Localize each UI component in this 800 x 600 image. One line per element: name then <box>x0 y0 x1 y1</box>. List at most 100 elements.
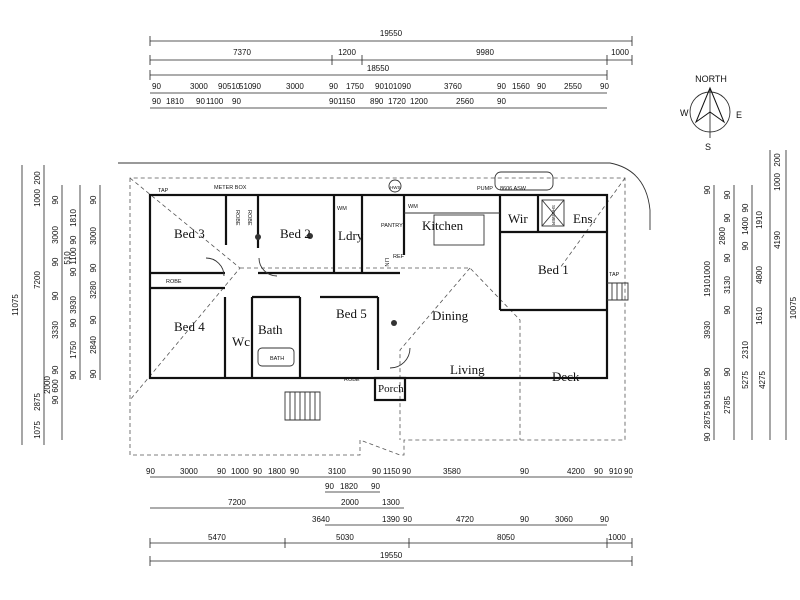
dim-b4-0: 3640 <box>312 515 330 524</box>
dim-b1-16: 90 <box>624 467 633 476</box>
label-robe-bed3: ROBE <box>234 210 240 226</box>
dim-lc5-0: 90 <box>89 195 98 204</box>
dim-b1-11: 3580 <box>443 467 461 476</box>
dim-b1-3: 1000 <box>231 467 249 476</box>
kitchen-island <box>433 214 485 246</box>
hip-line-right <box>559 177 626 269</box>
dim-r4-5: 90 <box>252 82 261 91</box>
compass: NORTH W E S <box>680 74 742 152</box>
top-dimensions: 19550 7370 1200 9980 1000 18550 90 3000 … <box>149 29 633 109</box>
dim-b6-0: 19550 <box>380 551 403 560</box>
label-tap-left: TAP <box>158 188 169 194</box>
water-tank-icon <box>494 171 554 191</box>
dim-b1-1: 3000 <box>180 467 198 476</box>
dim-lc3-4: 3330 <box>51 321 60 339</box>
dim-r4-0: 90 <box>152 82 161 91</box>
dim-b4-4: 90 <box>520 515 529 524</box>
compass-north-label: NORTH <box>695 74 727 84</box>
ceiling-fan-icon <box>391 320 397 326</box>
dim-r4-1: 3000 <box>190 82 208 91</box>
dim-lc4-2: 1100 <box>69 247 78 265</box>
dim-r5-8: 1720 <box>388 97 406 106</box>
room-ens: Ens. <box>573 211 596 226</box>
dim-r5-10: 2560 <box>456 97 474 106</box>
dim-lm-510: 510 <box>63 251 72 265</box>
dim-b2-2: 90 <box>371 482 380 491</box>
dim-rc1-2: 4190 <box>773 231 782 249</box>
dim-lc3-2: 90 <box>51 257 60 266</box>
dim-b1-4: 90 <box>253 467 262 476</box>
room-bed4: Bed 4 <box>174 319 205 334</box>
dim-lc5-5: 2840 <box>89 336 98 354</box>
fixture-labels: TAP METER BOX ROBE ROBE ROBE ROBE WM PAN… <box>158 185 620 383</box>
dim-top-18550: 18550 <box>367 64 390 73</box>
dim-rc1-0: 200 <box>773 153 782 167</box>
dim-r4-17: 90 <box>600 82 609 91</box>
dim-b5-1: 5030 <box>336 533 354 542</box>
dim-rc4-6: 90 <box>703 432 712 441</box>
dim-rc3-4: 90 <box>723 253 732 262</box>
eave-line <box>118 162 651 230</box>
label-ref: REF <box>393 254 405 260</box>
dim-lc3-5: 90 <box>51 365 60 374</box>
room-bath: Bath <box>258 322 283 337</box>
dim-lc3-1: 3000 <box>51 226 60 244</box>
roof-outline <box>129 177 626 456</box>
dim-rc3-1: 1000 <box>703 261 712 279</box>
dim-rc3-6: 90 <box>723 305 732 314</box>
dim-b5-3: 1000 <box>608 533 626 542</box>
dim-r4-3: 510 <box>227 82 241 91</box>
bottom-dimensions: 90 3000 90 1000 90 1800 90 3100 90 1150 … <box>146 467 633 566</box>
room-deck: Deck <box>552 369 580 384</box>
dim-rc1-1: 1000 <box>773 173 782 191</box>
label-wm2: WM <box>408 204 418 210</box>
dim-r4-7: 90 <box>329 82 338 91</box>
bath-tub-icon <box>257 347 295 367</box>
dim-lc3-7: 90 <box>51 395 60 404</box>
dim-r4-10: 1010 <box>384 82 402 91</box>
dim-b4-2: 90 <box>403 515 412 524</box>
compass-s: S <box>705 142 711 152</box>
dim-rc4-3: 5185 <box>703 381 712 399</box>
dim-lc4-4: 3930 <box>69 296 78 314</box>
dim-r4-9: 90 <box>375 82 384 91</box>
dim-lc4-1: 90 <box>69 235 78 244</box>
dim-lc3-6: 600 <box>51 379 60 393</box>
dim-right-10075: 10075 <box>789 296 798 319</box>
label-wm: WM <box>337 206 347 212</box>
dim-rc3-3: 1910 <box>703 279 712 297</box>
dim-r4-13: 90 <box>497 82 506 91</box>
dim-r4-15: 90 <box>537 82 546 91</box>
room-porch: Porch <box>378 383 404 395</box>
dim-rc2-2: 2800 <box>718 227 727 245</box>
room-bed2: Bed 2 <box>280 226 311 241</box>
dim-lc5-6: 90 <box>89 369 98 378</box>
room-ldry: Ldry <box>338 228 364 243</box>
dim-r4-14: 1560 <box>512 82 530 91</box>
north-arrow-icon <box>694 86 726 124</box>
room-wc: Wc <box>232 334 250 349</box>
dim-left-1075: 1075 <box>33 421 42 439</box>
dim-r4-4: 510 <box>239 82 253 91</box>
dim-left-1000: 1000 <box>33 189 42 207</box>
dim-r4-12: 3760 <box>444 82 462 91</box>
label-bath: BATH <box>270 356 284 362</box>
dim-b1-6: 90 <box>290 467 299 476</box>
room-bed1: Bed 1 <box>538 262 569 277</box>
dim-rc4-5: 2875 <box>703 411 712 429</box>
side-stairs-icon <box>607 282 629 301</box>
dim-rc3-0: 90 <box>723 190 732 199</box>
dim-r5-5: 90 <box>329 97 338 106</box>
dim-rc3-8: 90 <box>723 367 732 376</box>
dim-b4-5: 3060 <box>555 515 573 524</box>
dim-b1-0: 90 <box>146 467 155 476</box>
dim-r5-1: 1810 <box>166 97 184 106</box>
dim-top-1000: 1000 <box>611 48 629 57</box>
dim-r5-11: 90 <box>497 97 506 106</box>
dim-left-11075: 11075 <box>11 294 20 316</box>
dim-lc4-0: 1810 <box>69 209 78 227</box>
dim-b1-13: 4200 <box>567 467 585 476</box>
dim-rc4-4: 90 <box>703 400 712 409</box>
dim-r4-8: 1750 <box>346 82 364 91</box>
